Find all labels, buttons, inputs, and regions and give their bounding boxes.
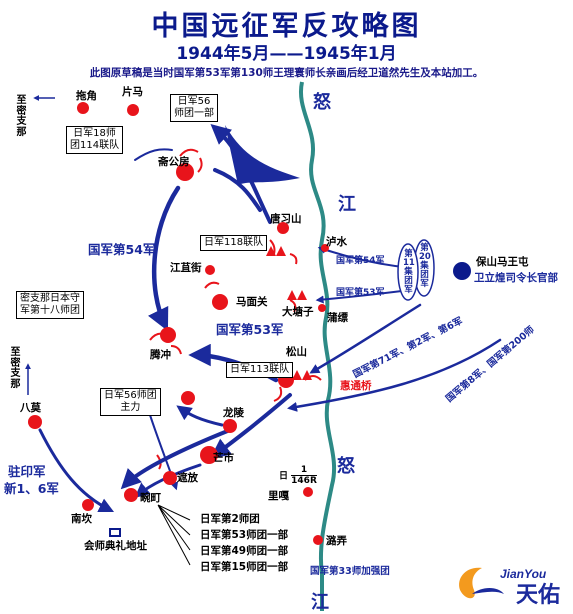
jp-force-3: 日军第49师团一部	[200, 545, 289, 557]
army53-small-label: 国军第53军	[336, 288, 385, 298]
place-zhaigongfang: 斋公房	[158, 156, 190, 168]
map-title: 中国远征军反攻略图	[151, 11, 422, 42]
place-mangshi: 芒市	[213, 452, 234, 464]
box-line: 日军118联队	[204, 237, 264, 248]
map-note: 此图原草稿是当时国军第53军第130师王理寰师长亲画后经卫道然先生及本站加工。	[89, 67, 484, 79]
box-jp56-part: 日军56 师团一部	[170, 94, 218, 122]
jp-fraction-num: 1	[291, 465, 317, 477]
jp-fraction-den: 146R	[291, 476, 317, 487]
watermark-text: JianYou	[500, 567, 547, 581]
army33-label: 国军第33师加强团	[310, 566, 390, 577]
box-jp118: 日军118联队	[200, 235, 268, 251]
place-jiangjujie: 江苴街	[170, 262, 202, 274]
to-myitkyina-top: 至密支那	[16, 95, 27, 138]
place-lushui: 泸水	[326, 236, 347, 248]
place-pupiao: 蒲缥	[327, 312, 348, 324]
river-char-2: 江	[338, 194, 356, 215]
box-line: 日军56师团	[104, 390, 157, 401]
army54-label: 国军第54军	[88, 242, 156, 257]
cities	[28, 102, 329, 545]
india-army-units: 新1、6军	[4, 481, 59, 496]
army-arrows	[38, 124, 502, 513]
box-jp113: 日军113联队	[226, 362, 294, 378]
place-bamo: 八莫	[20, 402, 41, 414]
map-subtitle: 1944年5月——1945年1月	[176, 44, 397, 64]
huitong-bridge-label: 惠通桥	[340, 380, 372, 392]
to-myitkyina-left: 至密支那	[10, 347, 21, 390]
river-char-1: 怒	[313, 92, 331, 113]
hq-marker	[453, 262, 471, 280]
place-baoshan: 保山马王屯	[476, 256, 529, 268]
river-char-3: 怒	[337, 456, 355, 477]
box-myitkyina-garrison: 密支那日本守 军第十八师团	[16, 291, 84, 319]
box-jp56-main: 日军56师团 主力	[100, 388, 161, 416]
japanese-positions	[266, 246, 312, 380]
place-wanding: 畹町	[140, 492, 161, 504]
box-line: 日军18师	[73, 128, 116, 139]
main-thrust-arrow	[225, 125, 300, 185]
myitkyina-arrows	[25, 95, 55, 395]
place-pianma: 片马	[122, 86, 143, 98]
ceremony-marker	[109, 528, 121, 537]
place-longling: 龙陵	[223, 407, 244, 419]
box-line: 主力	[120, 402, 141, 413]
ceremony-label: 会师典礼地址	[84, 540, 147, 552]
box-line: 日军113联队	[230, 364, 290, 375]
place-tangxishan: 唐习山	[270, 213, 302, 225]
jp-force-4: 日军第15师团一部	[200, 561, 289, 573]
place-songshan: 松山	[286, 346, 307, 358]
army54-small-label: 国军第54军	[336, 256, 385, 266]
group20-label: 第20集团军	[419, 243, 431, 289]
place-mengnong: 潞弄	[326, 535, 347, 547]
jp-force-2: 日军第53师团一部	[200, 529, 289, 541]
svg-text:天佑: 天佑	[516, 582, 560, 606]
place-paijiao: 拖角	[76, 90, 97, 102]
place-nankan: 南坎	[71, 513, 92, 525]
box-line: 师团一部	[174, 108, 214, 119]
place-tengchong: 腾冲	[150, 349, 171, 361]
box-line: 密支那日本守	[20, 293, 80, 304]
jp-fraction: 日 1 146R	[279, 465, 317, 487]
nu-river	[298, 81, 337, 611]
box-line: 团114联队	[70, 140, 120, 151]
watermark-logo: JianYou 天佑	[459, 567, 560, 606]
place-lijia: 里嘎	[268, 490, 289, 502]
jp-forces-bracket	[157, 504, 191, 566]
river-char-4: 江	[311, 592, 329, 613]
box-jp18-114: 日军18师 团114联队	[66, 126, 124, 154]
hq-label: 卫立煌司令长官部	[474, 272, 558, 284]
jp-force-1: 日军第2师团	[200, 513, 260, 525]
army53-label: 国军第53军	[216, 322, 284, 337]
box-line: 日军56	[177, 96, 211, 107]
box-line: 军第十八师团	[20, 305, 80, 316]
place-zhefang: 遮放	[177, 472, 198, 484]
india-army-label: 驻印军	[8, 464, 46, 479]
place-datangzi: 大塘子	[282, 306, 314, 318]
group11-label: 第11集团军	[403, 249, 415, 295]
jp-fraction-prefix: 日	[279, 471, 289, 482]
place-mamianguan: 马面关	[236, 296, 268, 308]
group11-ellipse	[397, 243, 419, 301]
